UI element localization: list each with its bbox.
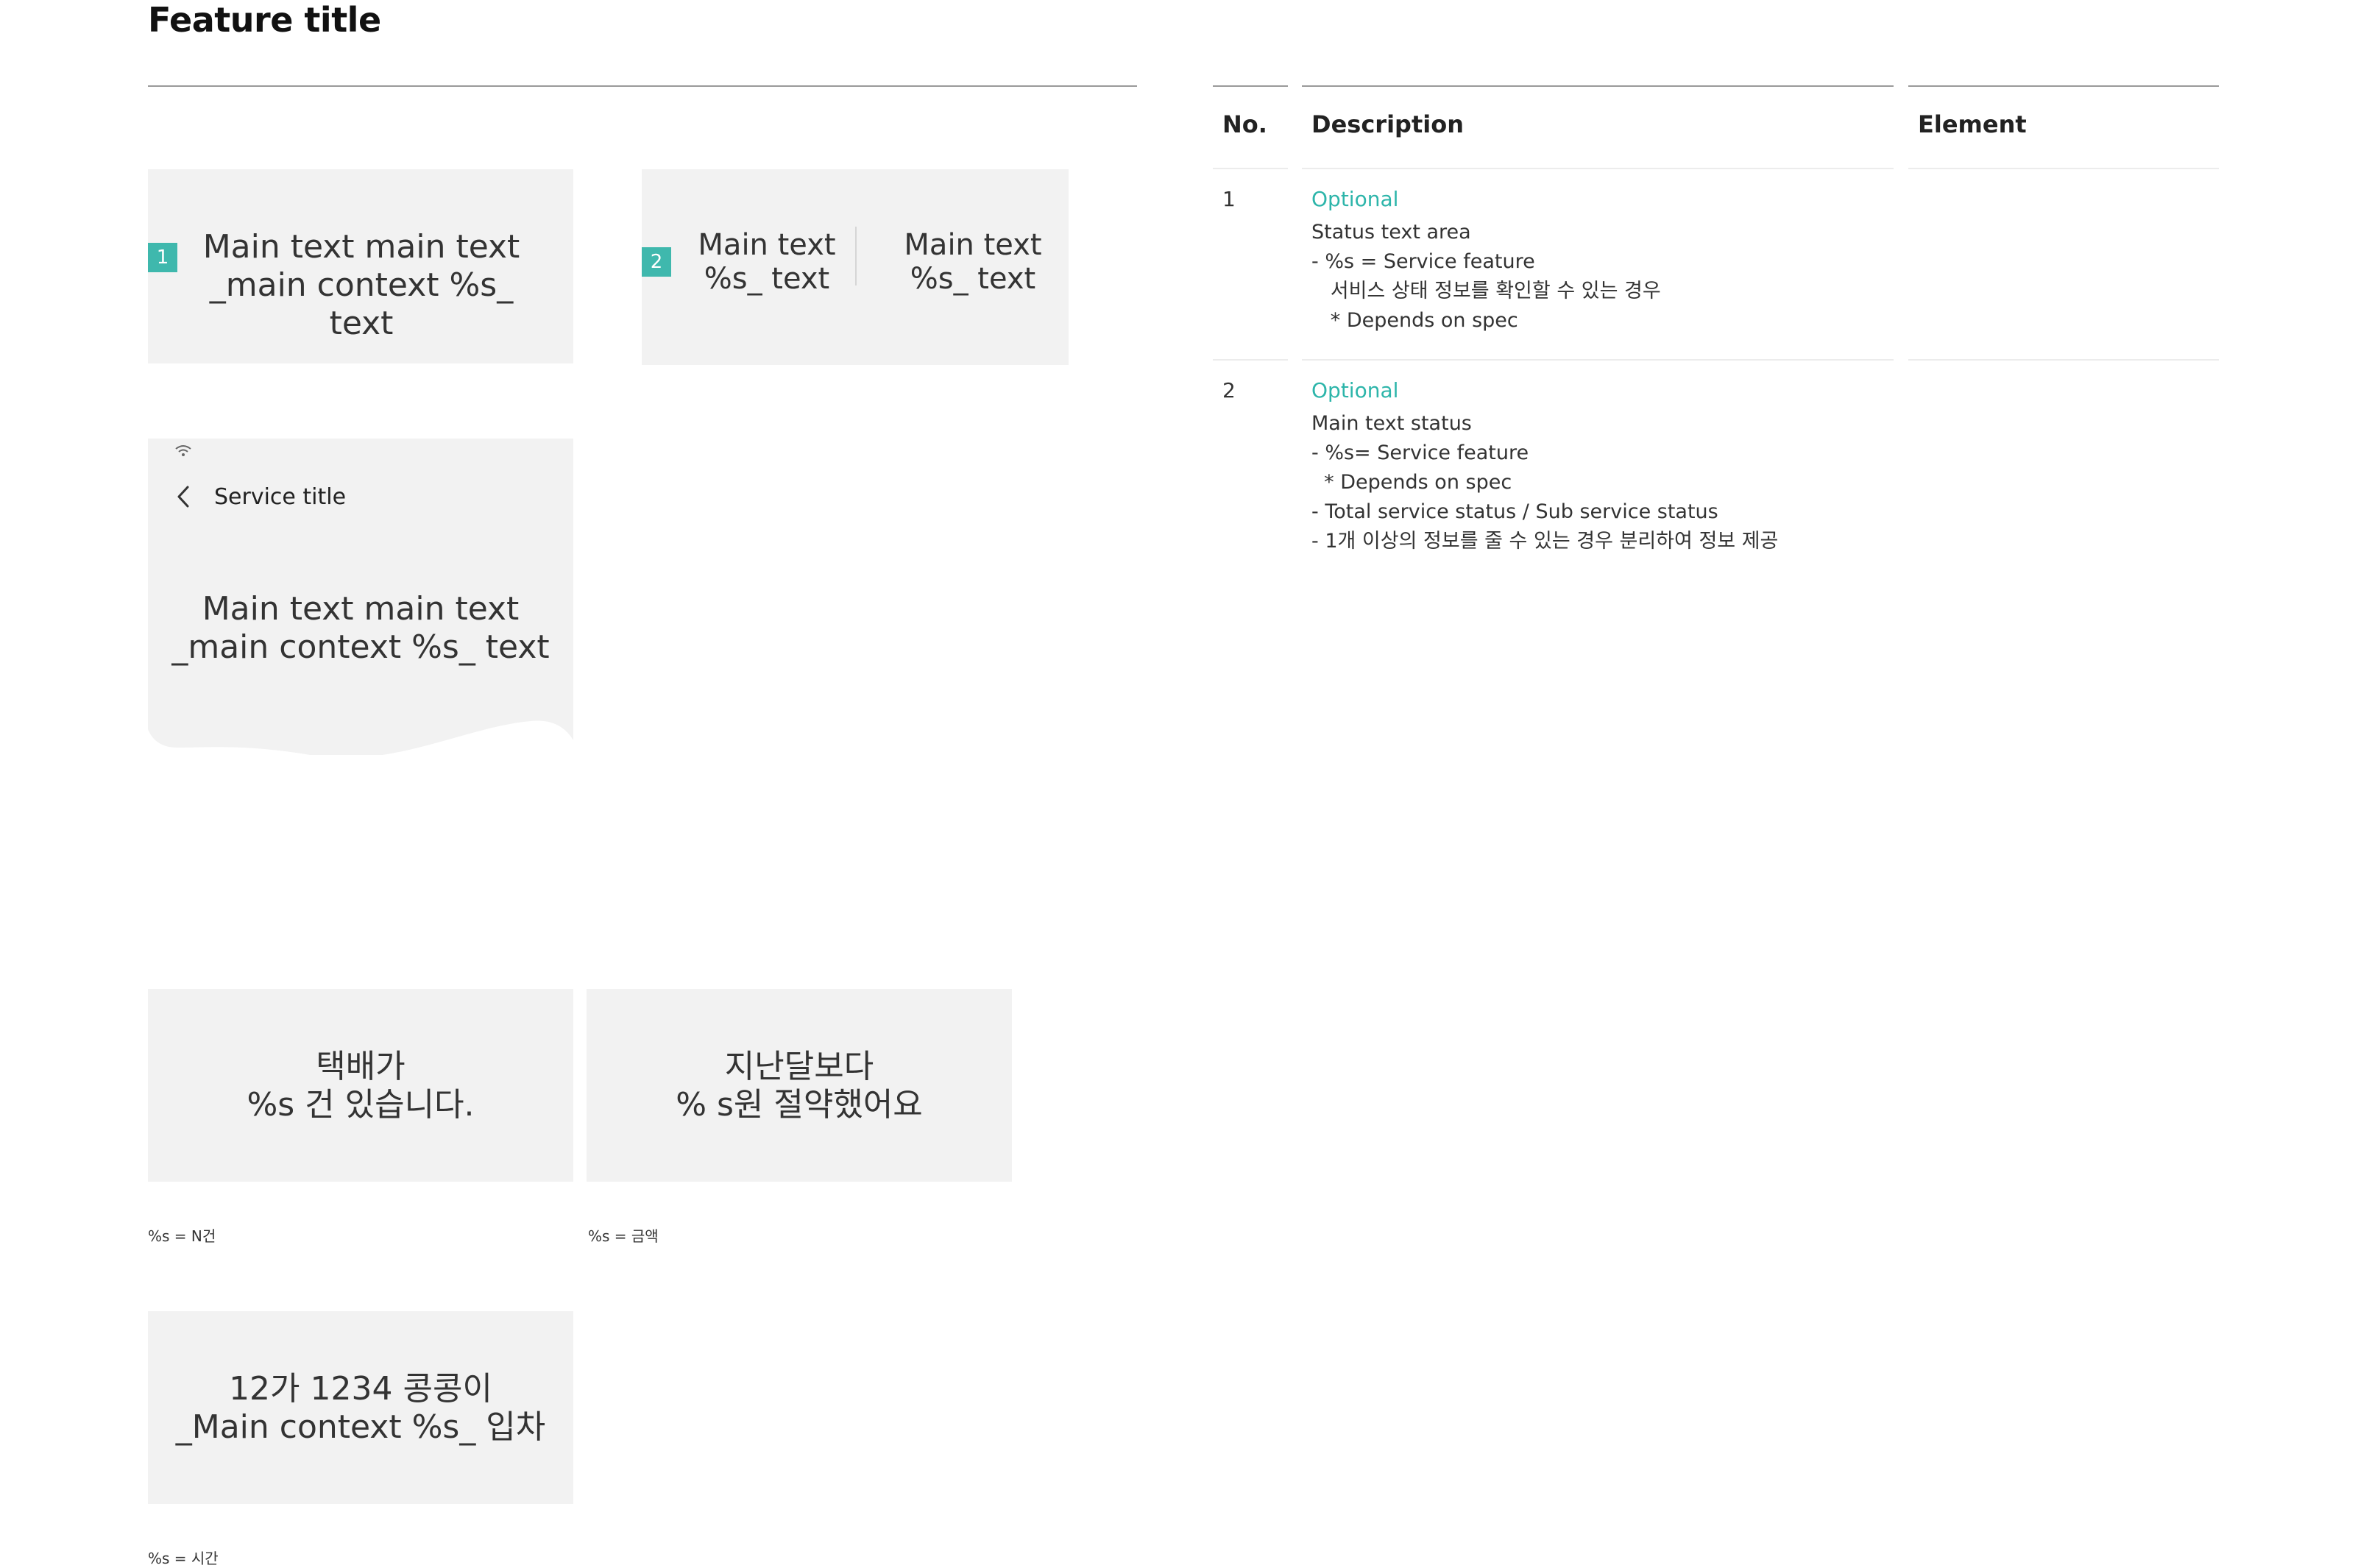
row-description: Main text status - %s= Service feature *… — [1311, 409, 1778, 556]
example-card-savings: 지난달보다 % s원 절약했어요 — [587, 989, 1012, 1182]
table-header-line-no — [1213, 85, 1288, 87]
card-text-line-1: 12가 1234 콩콩이 — [229, 1370, 492, 1408]
row-description: Status text area - %s = Service feature … — [1311, 218, 1661, 336]
table-header-line-description — [1302, 85, 1894, 87]
number-badge-1: 1 — [148, 243, 177, 272]
description-line: Main text status — [1311, 412, 1472, 435]
example-card-parking: 12가 1234 콩콩이 _Main context %s_ 입차 — [148, 1311, 573, 1504]
card-main-text: 지난달보다 % s원 절약했어요 — [587, 1048, 1012, 1124]
wifi-icon — [174, 443, 192, 458]
card-text-line-2: _main context %s_ text — [209, 266, 514, 342]
description-line: * Depends on spec — [1311, 309, 1518, 332]
card-note: %s = N건 — [148, 1227, 216, 1245]
card-divider — [855, 227, 857, 285]
back-chevron-icon[interactable] — [174, 484, 192, 509]
header-main-text: Main text main text _main context %s_ te… — [163, 590, 559, 667]
card-main-text: 12가 1234 콩콩이 _Main context %s_ 입차 — [148, 1370, 573, 1447]
description-line: * Depends on spec — [1311, 471, 1512, 494]
card-text-line-2: _Main context %s_ 입차 — [175, 1408, 546, 1446]
service-title: Service title — [214, 484, 347, 510]
card-text-line-2: % s원 절약했어요 — [676, 1086, 923, 1124]
card-main-text: 택배가 %s 건 있습니다. — [148, 1048, 573, 1124]
column-header-no: No. — [1222, 110, 1267, 138]
description-line: - Total service status / Sub service sta… — [1311, 500, 1718, 523]
number-badge-2: 2 — [642, 247, 671, 277]
card-text-line-1: Main text main text — [202, 228, 520, 266]
section-divider — [148, 85, 1137, 87]
description-line: 서비스 상태 정보를 확인할 수 있는 경우 — [1311, 280, 1661, 302]
row-number: 1 — [1222, 187, 1236, 211]
status-card-1: 1 Main text main text _main context %s_ … — [148, 169, 573, 363]
card-right-line-1: Main text — [904, 228, 1042, 262]
row-divider — [1908, 359, 2219, 361]
description-line: Status text area — [1311, 221, 1471, 244]
description-line: - %s= Service feature — [1311, 441, 1529, 464]
header-background-shape — [148, 439, 573, 755]
column-header-description: Description — [1311, 110, 1464, 138]
card-text-line-1: 지난달보다 — [724, 1048, 874, 1085]
service-header-mock: Service title Main text main text _main … — [148, 439, 573, 755]
status-card-2: 2 Main text %s_ text Main text %s_ text — [642, 169, 1069, 365]
row-divider — [1302, 359, 1894, 361]
optional-tag: Optional — [1311, 187, 1399, 211]
card-left-line-2: %s_ text — [704, 262, 830, 296]
description-line: - %s = Service feature — [1311, 250, 1535, 273]
row-divider — [1213, 168, 1288, 169]
row-divider — [1908, 168, 2219, 169]
row-divider — [1213, 359, 1288, 361]
header-text-line-2: _main context %s_ text — [171, 628, 550, 666]
card-left-line-1: Main text — [698, 228, 836, 262]
card-left-text: Main text %s_ text — [671, 228, 863, 296]
card-text-line-1: 택배가 — [316, 1048, 406, 1085]
row-number: 2 — [1222, 378, 1236, 402]
card-text-line-2: %s 건 있습니다. — [247, 1086, 475, 1124]
header-text-line-1: Main text main text — [202, 590, 520, 628]
optional-tag: Optional — [1311, 378, 1399, 402]
card-main-text: Main text main text _main context %s_ te… — [177, 228, 545, 343]
feature-title: Feature title — [148, 0, 381, 40]
row-divider — [1302, 168, 1894, 169]
card-right-line-2: %s_ text — [910, 262, 1036, 296]
table-header-line-element — [1908, 85, 2219, 87]
column-header-element: Element — [1918, 110, 2027, 138]
description-line: - 1개 이상의 정보를 줄 수 있는 경우 분리하여 정보 제공 — [1311, 530, 1779, 553]
card-right-text: Main text %s_ text — [877, 228, 1069, 296]
card-note: %s = 금액 — [588, 1227, 659, 1245]
example-card-delivery: 택배가 %s 건 있습니다. — [148, 989, 573, 1182]
card-note: %s = 시간 — [148, 1550, 219, 1567]
